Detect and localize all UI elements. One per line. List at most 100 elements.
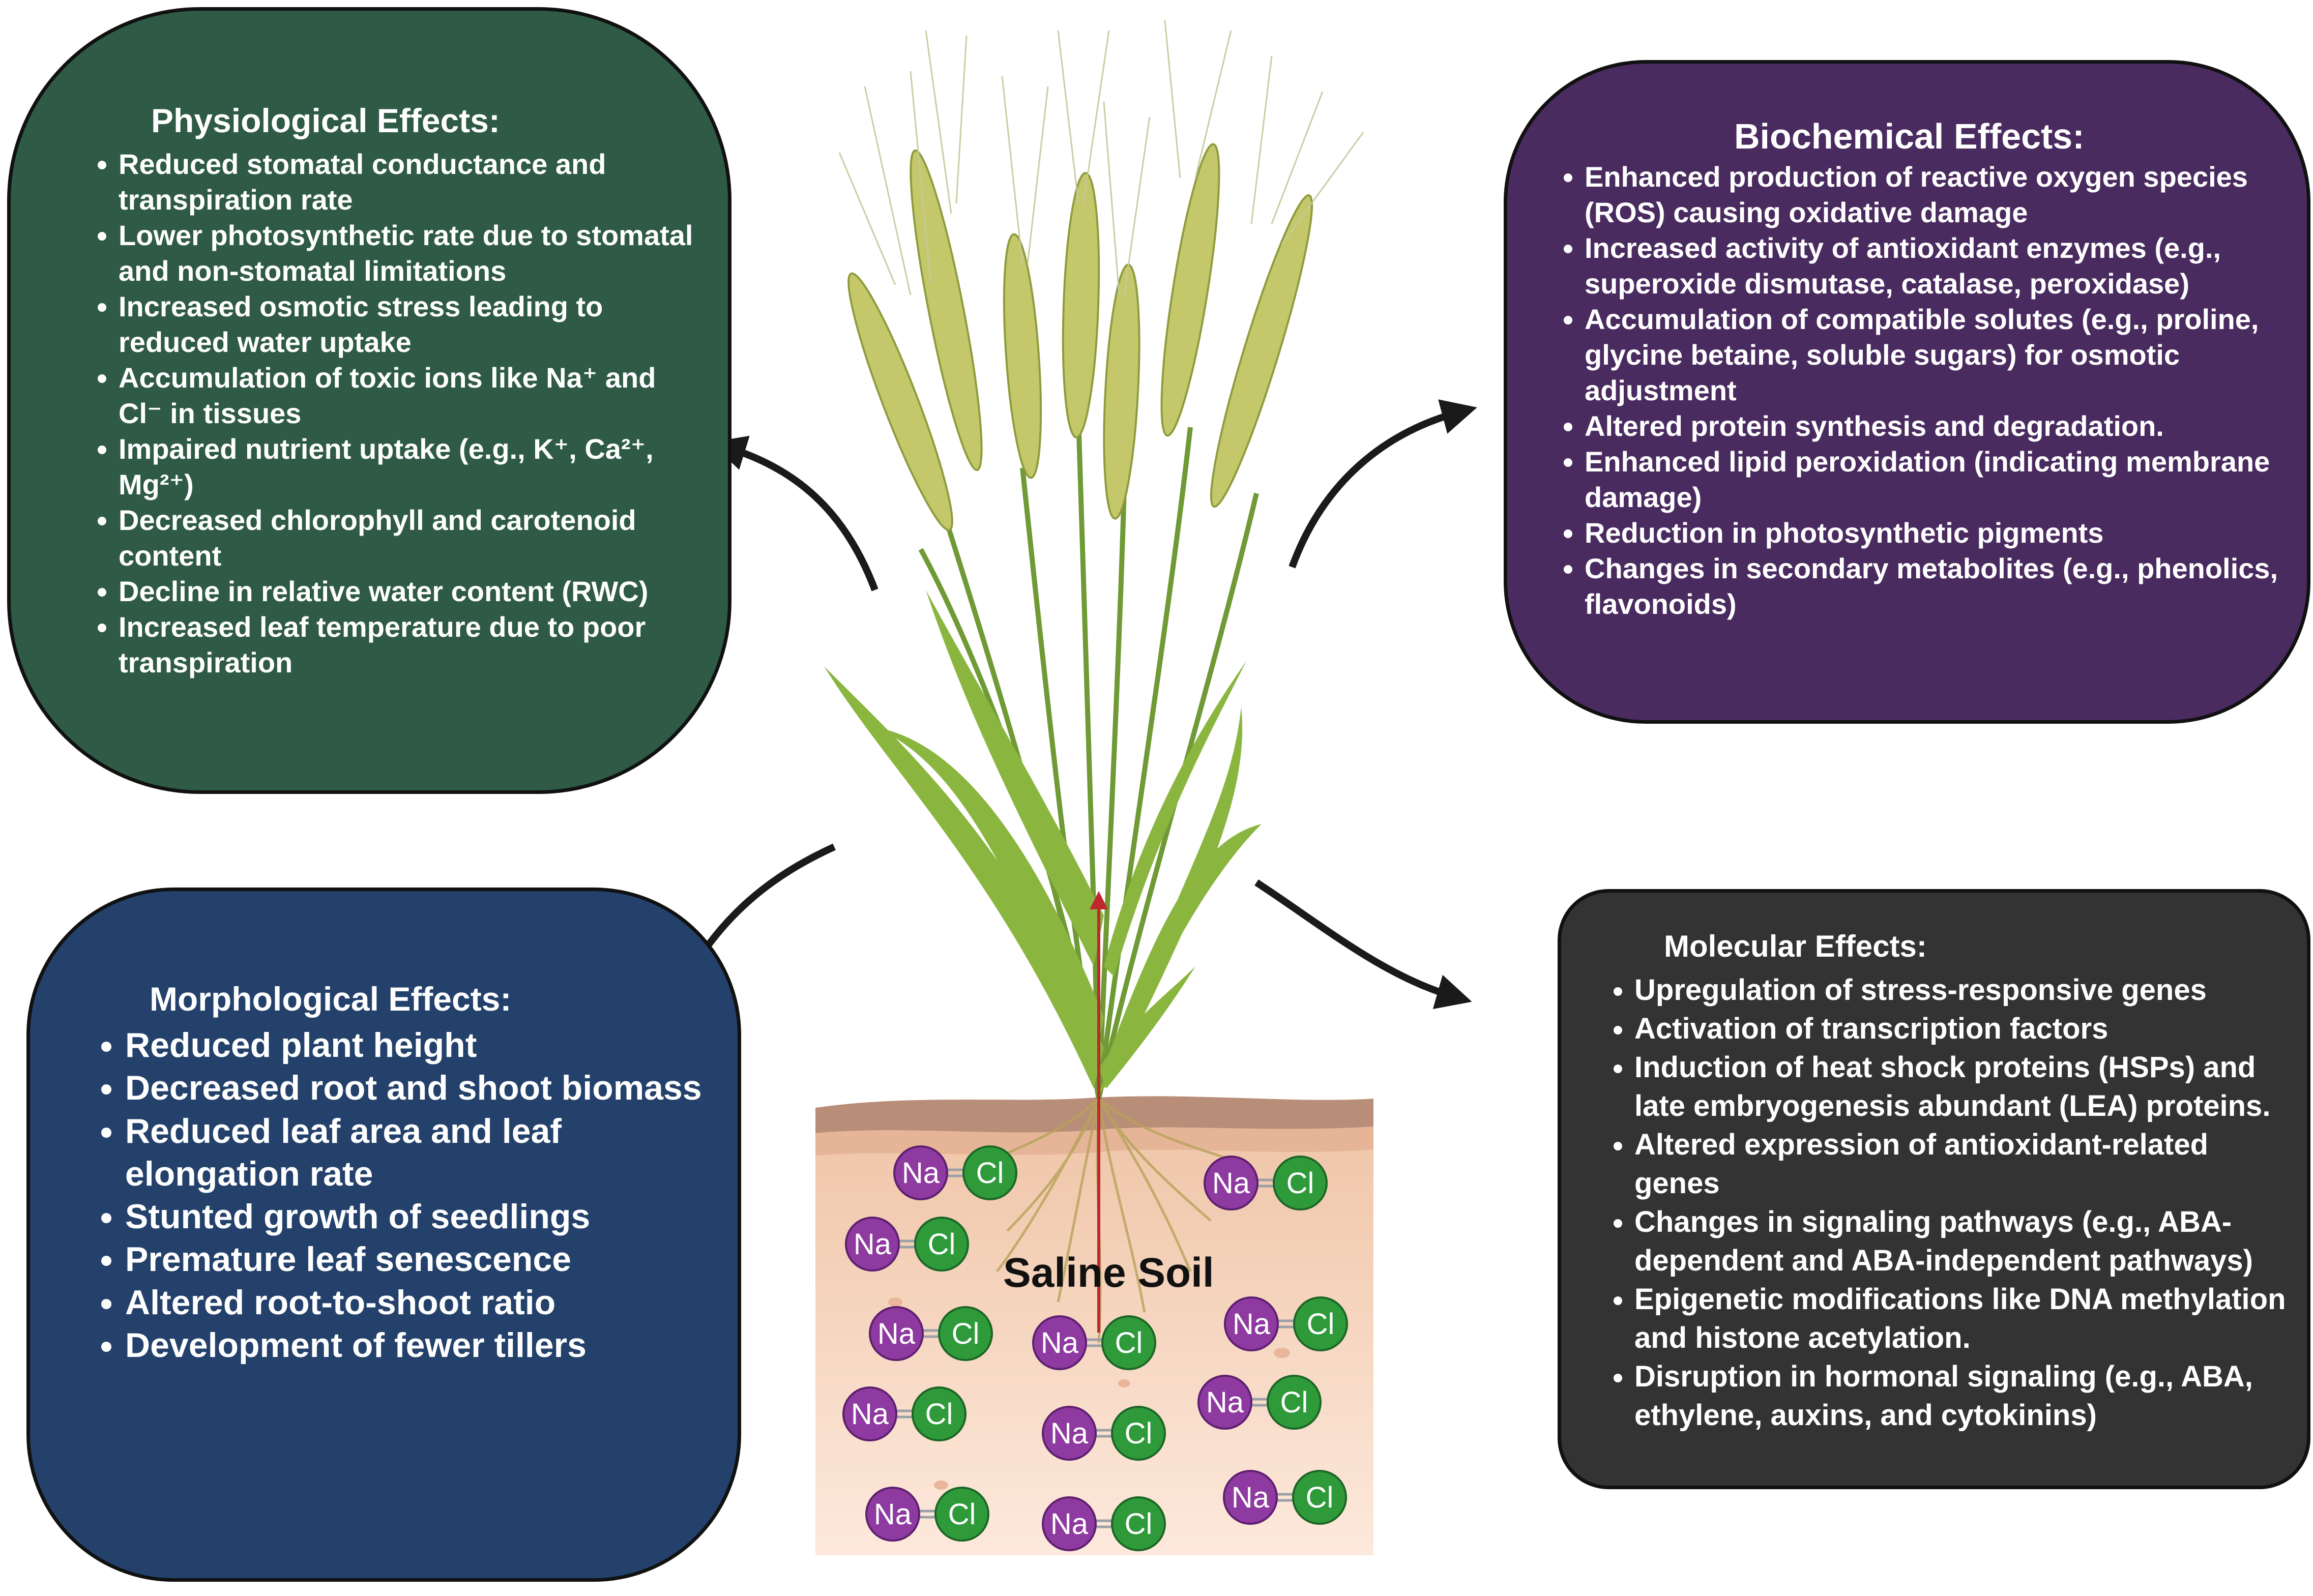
sodium-ion — [842, 1386, 897, 1441]
list-item: Reduced plant height — [125, 1024, 717, 1067]
list-item: Accumulation of toxic ions like Na⁺ and … — [119, 360, 697, 431]
chloride-label: Cl — [1307, 1308, 1335, 1341]
nacl-pair: Na Cl — [1032, 1315, 1156, 1370]
sodium-label: Na — [1212, 1167, 1250, 1200]
chloride-label: Cl — [925, 1398, 953, 1431]
physiological-effects-panel: Physiological Effects: Reduced stomatal … — [7, 7, 731, 794]
sodium-ion — [893, 1145, 948, 1200]
list-item: Decreased root and shoot biomass — [125, 1067, 717, 1109]
sodium-ion — [1204, 1156, 1258, 1210]
sodium-ion — [1197, 1375, 1252, 1430]
root-system — [966, 1098, 1232, 1343]
effects-list: Reduced plant height Decreased root and … — [94, 1024, 717, 1367]
sodium-label: Na — [1232, 1481, 1270, 1514]
list-item: Disruption in hormonal signaling (e.g., … — [1634, 1357, 2292, 1435]
list-item: Activation of transcription factors — [1634, 1010, 2292, 1048]
list-item: Impaired nutrient uptake (e.g., K⁺, Ca²⁺… — [119, 431, 697, 503]
arrow-to-biochemical — [1289, 399, 1477, 569]
chloride-label: Cl — [1280, 1386, 1308, 1419]
chloride-label: Cl — [948, 1498, 976, 1531]
list-item: Reduced leaf area and leaf elongation ra… — [125, 1110, 717, 1196]
chloride-label: Cl — [952, 1317, 980, 1350]
sodium-ion — [865, 1487, 920, 1542]
chloride-ion — [962, 1145, 1017, 1200]
effects-list: Enhanced production of reactive oxygen s… — [1553, 159, 2287, 622]
sodium-ion — [1223, 1470, 1278, 1525]
list-item: Premature leaf senescence — [125, 1238, 717, 1281]
sodium-ion — [1032, 1315, 1087, 1370]
chloride-ion — [1111, 1406, 1166, 1461]
list-item: Upregulation of stress-responsive genes — [1634, 971, 2292, 1010]
nacl-pair: Na Cl — [869, 1306, 993, 1361]
nacl-pair: Na Cl — [842, 1386, 967, 1441]
list-item: Induction of heat shock proteins (HSPs) … — [1634, 1048, 2292, 1126]
sodium-ion — [1224, 1296, 1279, 1351]
list-item: Development of fewer tillers — [125, 1324, 717, 1367]
list-item: Stunted growth of seedlings — [125, 1195, 717, 1238]
sodium-label: Na — [1050, 1417, 1089, 1450]
list-item: Decline in relative water content (RWC) — [119, 574, 697, 609]
sodium-label: Na — [1206, 1386, 1244, 1419]
nacl-pair: Na Cl — [1204, 1156, 1328, 1210]
wheat-plant — [824, 20, 1364, 1100]
sodium-ion — [1042, 1406, 1097, 1461]
nacl-pair: Na Cl — [1197, 1375, 1322, 1430]
sodium-label: Na — [854, 1228, 892, 1261]
nacl-pair: Na Cl — [845, 1217, 969, 1272]
chloride-ion — [934, 1487, 989, 1542]
nacl-pair: Na Cl — [1224, 1296, 1348, 1351]
sodium-label: Na — [851, 1398, 889, 1431]
panel-title: Molecular Effects: — [1664, 929, 1927, 963]
list-item: Increased activity of antioxidant enzyme… — [1585, 230, 2287, 302]
list-item: Altered protein synthesis and degradatio… — [1585, 408, 2287, 444]
chloride-label: Cl — [976, 1157, 1004, 1190]
sodium-ion — [845, 1217, 900, 1272]
sodium-label: Na — [1050, 1508, 1089, 1541]
list-item: Increased leaf temperature due to poor t… — [119, 609, 697, 681]
chloride-label: Cl — [928, 1228, 956, 1261]
nacl-pair: Na Cl — [893, 1145, 1017, 1200]
saline-soil-label: Saline Soil — [1003, 1250, 1214, 1296]
sodium-label: Na — [877, 1317, 916, 1350]
sodium-label: Na — [1041, 1326, 1079, 1359]
list-item: Changes in signaling pathways (e.g., ABA… — [1634, 1203, 2292, 1280]
list-item: Enhanced lipid peroxidation (indicating … — [1585, 444, 2287, 515]
chloride-ion — [1273, 1156, 1328, 1210]
sodium-label: Na — [1233, 1308, 1271, 1341]
biochemical-effects-panel: Biochemical Effects: Enhanced production… — [1504, 60, 2310, 724]
nacl-pair: Na Cl — [865, 1487, 989, 1542]
chloride-label: Cl — [1286, 1167, 1314, 1200]
panel-title: Biochemical Effects: — [1734, 116, 2085, 156]
effects-list: Reduced stomatal conductance and transpi… — [87, 146, 697, 681]
list-item: Altered expression of antioxidant-relate… — [1634, 1126, 2292, 1203]
chloride-ion — [912, 1386, 967, 1441]
chloride-ion — [1267, 1375, 1322, 1430]
arrow-to-physiological — [710, 435, 879, 592]
chloride-ion — [938, 1306, 993, 1361]
chloride-label: Cl — [1306, 1481, 1334, 1514]
sodium-label: Na — [902, 1157, 940, 1190]
sodium-ion — [869, 1306, 924, 1361]
chloride-ion — [1111, 1496, 1166, 1551]
effect-arrows — [668, 399, 1477, 1013]
molecular-effects-panel: Molecular Effects: Upregulation of stres… — [1558, 889, 2310, 1489]
nacl-pair: Na Cl — [1223, 1470, 1347, 1525]
list-item: Lower photosynthetic rate due to stomata… — [119, 218, 697, 289]
chloride-label: Cl — [1125, 1417, 1153, 1450]
list-item: Increased osmotic stress leading to redu… — [119, 289, 697, 360]
list-item: Changes in secondary metabolites (e.g., … — [1585, 551, 2287, 622]
sodium-ion — [1042, 1496, 1097, 1551]
effects-list: Upregulation of stress-responsive genes … — [1603, 971, 2292, 1435]
sodium-label: Na — [874, 1498, 912, 1531]
list-item: Altered root-to-shoot ratio — [125, 1281, 717, 1324]
nacl-pair: Na Cl — [1042, 1406, 1166, 1461]
panel-title: Physiological Effects: — [151, 102, 500, 139]
chloride-ion — [914, 1217, 969, 1272]
chloride-ion — [1101, 1315, 1156, 1370]
chloride-label: Cl — [1115, 1326, 1143, 1359]
morphological-effects-panel: Morphological Effects: Reduced plant hei… — [26, 888, 741, 1582]
chloride-ion — [1292, 1470, 1347, 1525]
